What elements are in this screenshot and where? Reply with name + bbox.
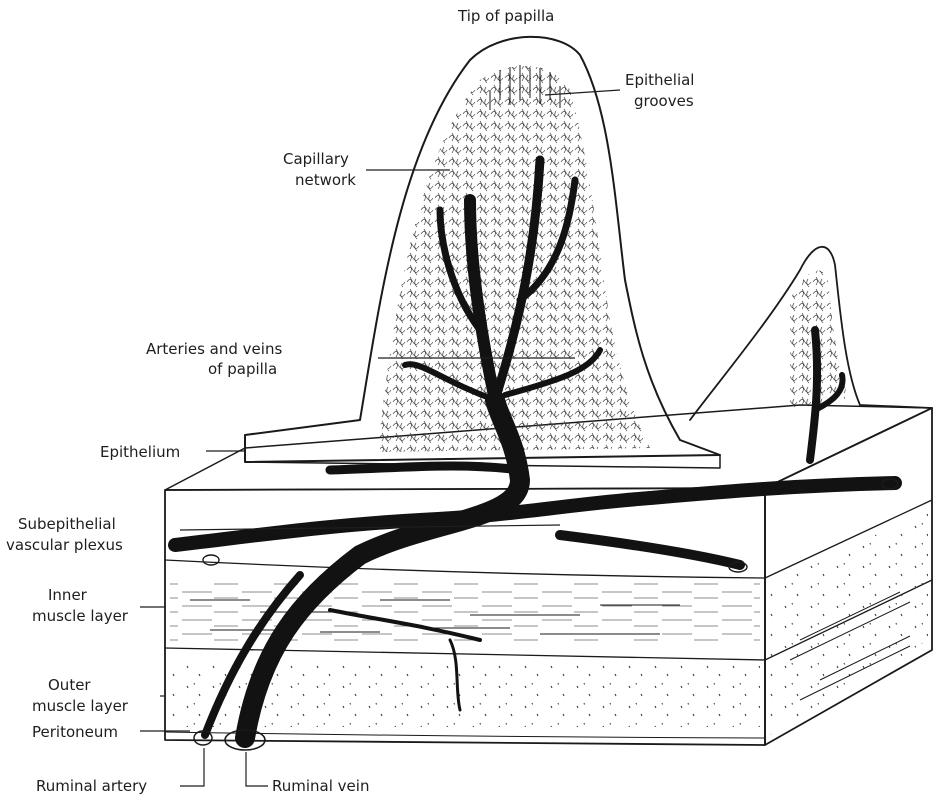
label-epithelium: Epithelium <box>100 443 180 461</box>
label-capillary-network-1: Capillary <box>283 150 349 168</box>
subepithelial-lower-boundary <box>165 560 765 578</box>
label-outer-muscle-2: muscle layer <box>32 697 129 715</box>
label-arteries-veins-2: of papilla <box>208 360 277 378</box>
inner-outer-muscle-boundary <box>165 648 765 660</box>
right-face-texture <box>770 510 928 735</box>
label-epithelial-grooves-1: Epithelial <box>625 71 694 89</box>
label-subepithelial-2: vascular plexus <box>6 536 123 554</box>
label-ruminal-artery: Ruminal artery <box>36 777 147 795</box>
label-outer-muscle-1: Outer <box>48 676 91 694</box>
label-inner-muscle-1: Inner <box>48 586 88 604</box>
label-inner-muscle-2: muscle layer <box>32 607 129 625</box>
label-peritoneum: Peritoneum <box>32 723 118 741</box>
plexus-vessel-section <box>203 555 219 565</box>
label-arteries-veins-1: Arteries and veins <box>146 340 282 358</box>
label-tip-of-papilla: Tip of papilla <box>457 7 554 25</box>
label-capillary-network-2: network <box>295 171 356 189</box>
label-epithelial-grooves-2: grooves <box>634 92 694 110</box>
label-ruminal-vein: Ruminal vein <box>272 777 369 795</box>
label-subepithelial-1: Subepithelial <box>18 515 116 533</box>
